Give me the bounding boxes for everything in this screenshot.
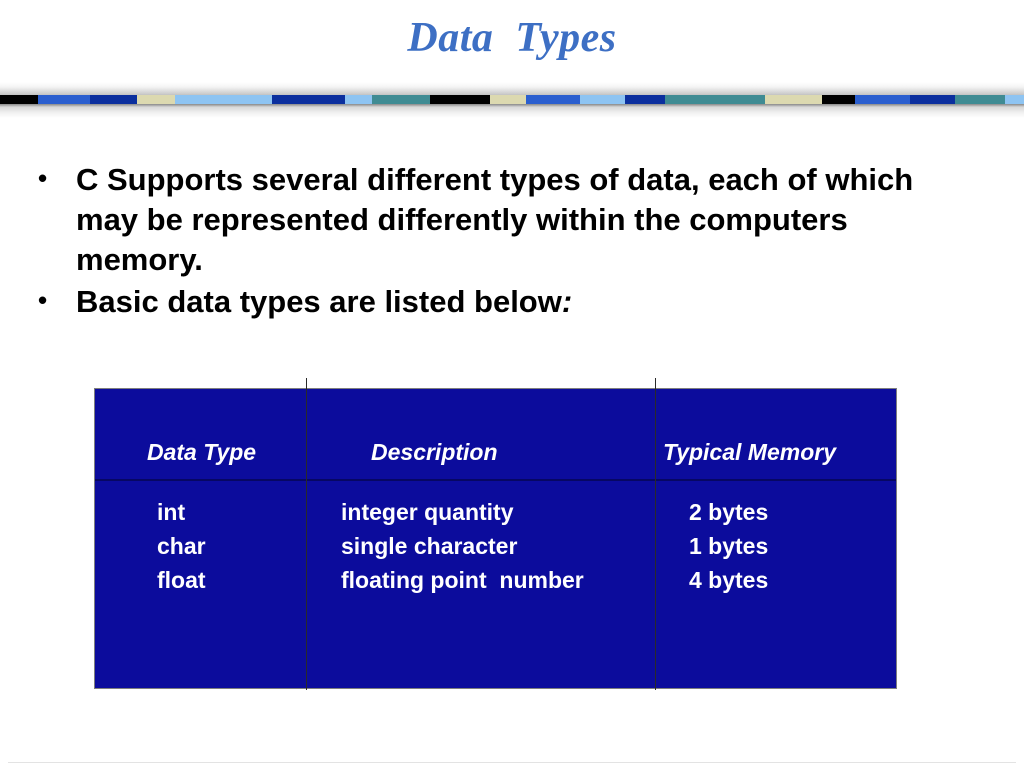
divider-segment-0 bbox=[0, 95, 38, 104]
divider-segment-2 bbox=[90, 95, 137, 104]
column-divider-2 bbox=[655, 378, 656, 690]
divider-segment-13 bbox=[665, 95, 765, 104]
cell-description: single character bbox=[341, 533, 518, 559]
table-row: int integer quantity 2 bytes bbox=[95, 499, 896, 533]
divider-segment-7 bbox=[372, 95, 430, 104]
column-header-data-type: Data Type bbox=[147, 439, 257, 465]
header-body-divider bbox=[95, 479, 896, 481]
cell-typical-memory: 4 bytes bbox=[689, 567, 769, 593]
cell-typical-memory: 1 bytes bbox=[689, 533, 769, 559]
cell-typical-memory: 2 bytes bbox=[689, 499, 769, 525]
table-body: int integer quantity 2 bytes char single… bbox=[95, 481, 896, 601]
column-header-description: Description bbox=[371, 439, 498, 465]
divider-segment-12 bbox=[625, 95, 665, 104]
cell-description: integer quantity bbox=[341, 499, 514, 525]
decorative-divider-band bbox=[0, 82, 1024, 118]
bullet-text-main: Basic data types are listed below bbox=[76, 283, 562, 319]
data-types-table: Data Type Description Typical Memory int… bbox=[94, 378, 897, 690]
divider-segment-19 bbox=[1005, 95, 1024, 104]
divider-segment-8 bbox=[430, 95, 490, 104]
column-header-typical-memory: Typical Memory bbox=[663, 439, 836, 465]
divider-segment-9 bbox=[490, 95, 526, 104]
divider-segment-11 bbox=[580, 95, 625, 104]
page-title: Data Types bbox=[407, 15, 617, 61]
divider-segment-16 bbox=[855, 95, 910, 104]
bullet-text: C Supports several different types of da… bbox=[76, 160, 946, 280]
column-divider-1 bbox=[306, 378, 307, 690]
divider-segment-15 bbox=[822, 95, 855, 104]
page-bottom-rule bbox=[8, 762, 1016, 763]
bullet-icon: • bbox=[38, 284, 48, 315]
cell-data-type: float bbox=[157, 567, 206, 593]
table-row: float floating point number 4 bytes bbox=[95, 567, 896, 601]
divider-segment-6 bbox=[345, 95, 372, 104]
table-row: char single character 1 bytes bbox=[95, 533, 896, 567]
cell-description: floating point number bbox=[341, 567, 584, 593]
bullet-text: Basic data types are listed below: bbox=[76, 282, 946, 322]
cell-data-type: char bbox=[157, 533, 206, 559]
divider-segment-4 bbox=[175, 95, 272, 104]
divider-segment-10 bbox=[526, 95, 580, 104]
bullet-list: • C Supports several different types of … bbox=[38, 160, 988, 324]
bullet-icon: • bbox=[38, 163, 48, 193]
bullet-text-main: C Supports several different types of da… bbox=[76, 162, 914, 277]
table-header-row: Data Type Description Typical Memory bbox=[95, 389, 896, 479]
divider-color-strip bbox=[0, 95, 1024, 104]
list-item: • C Supports several different types of … bbox=[38, 160, 988, 280]
divider-segment-5 bbox=[272, 95, 345, 104]
divider-segment-14 bbox=[765, 95, 822, 104]
divider-segment-1 bbox=[38, 95, 90, 104]
bullet-text-italic-suffix: : bbox=[561, 283, 573, 319]
divider-segment-18 bbox=[955, 95, 1005, 104]
divider-shadow bbox=[0, 104, 1024, 107]
cell-data-type: int bbox=[157, 499, 186, 525]
list-item: • Basic data types are listed below: bbox=[38, 282, 988, 322]
divider-segment-3 bbox=[137, 95, 175, 104]
divider-segment-17 bbox=[910, 95, 955, 104]
